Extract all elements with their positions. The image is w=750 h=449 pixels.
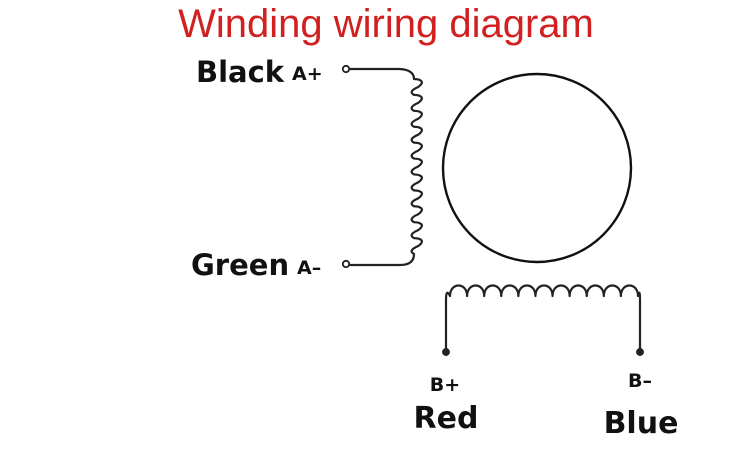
label-black: Black: [196, 55, 285, 89]
diagram-title: Winding wiring diagram: [178, 2, 594, 46]
label-b-plus: B+: [430, 374, 460, 396]
rotor-circle: [441, 72, 633, 264]
coil-b-winding: [444, 284, 642, 351]
coil-a-winding: [347, 67, 423, 267]
label-a-plus: A+: [292, 63, 323, 85]
terminal-b-minus: [636, 348, 644, 356]
label-blue: Blue: [604, 406, 679, 441]
terminal-a-minus: [341, 259, 351, 269]
label-green: Green: [191, 248, 289, 282]
terminal-b-plus: [442, 348, 450, 356]
label-a-minus: A–: [297, 257, 321, 279]
label-b-minus: B–: [628, 370, 652, 392]
label-red: Red: [414, 401, 479, 436]
terminal-a-plus: [341, 64, 351, 74]
